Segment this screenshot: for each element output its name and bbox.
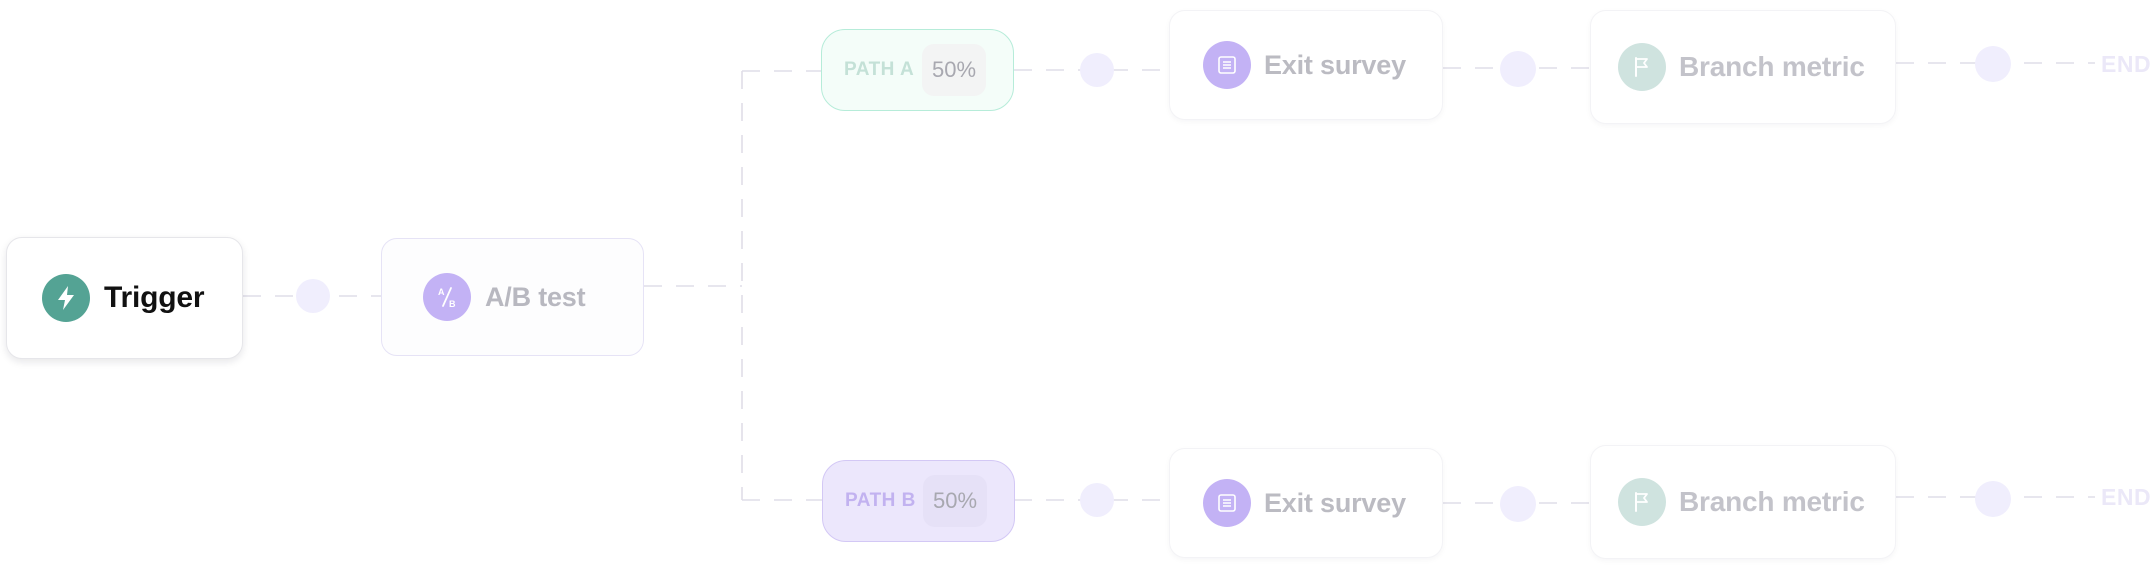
list-icon: [1203, 479, 1251, 527]
ab-split-icon: A B: [423, 273, 471, 321]
branch-metric-label: Branch metric: [1679, 51, 1865, 82]
path-b-percent[interactable]: 50%: [923, 475, 987, 527]
trigger-node[interactable]: Trigger: [6, 237, 243, 359]
add-step-dot[interactable]: [1500, 486, 1536, 522]
end-label-b: END: [2101, 484, 2152, 510]
path-a-percent[interactable]: 50%: [922, 44, 986, 96]
end-label-a: END: [2101, 51, 2152, 77]
lightning-icon: [42, 274, 90, 322]
ab-test-label: A/B test: [485, 281, 586, 312]
exit-survey-label: Exit survey: [1264, 487, 1406, 518]
add-step-dot[interactable]: [1975, 46, 2011, 82]
svg-text:B: B: [449, 299, 456, 309]
exit-survey-label: Exit survey: [1264, 49, 1406, 80]
exit-survey-node-a[interactable]: Exit survey: [1169, 10, 1443, 120]
trigger-label: Trigger: [104, 281, 205, 314]
flag-icon: [1618, 43, 1666, 91]
add-step-dot[interactable]: [1080, 53, 1114, 87]
ab-test-node[interactable]: A B A/B test: [381, 238, 644, 356]
add-step-dot[interactable]: [1500, 51, 1536, 87]
branch-metric-label: Branch metric: [1679, 486, 1865, 517]
branch-metric-node-b[interactable]: Branch metric: [1590, 445, 1896, 559]
path-b-split[interactable]: PATH B 50%: [822, 460, 1015, 542]
flag-icon: [1618, 478, 1666, 526]
path-a-split[interactable]: PATH A 50%: [821, 29, 1014, 111]
exit-survey-node-b[interactable]: Exit survey: [1169, 448, 1443, 558]
list-icon: [1203, 41, 1251, 89]
path-b-label: PATH B: [845, 490, 916, 511]
add-step-dot[interactable]: [296, 279, 330, 313]
branch-metric-node-a[interactable]: Branch metric: [1590, 10, 1896, 124]
add-step-dot[interactable]: [1975, 481, 2011, 517]
svg-text:A: A: [438, 287, 445, 297]
path-a-label: PATH A: [844, 59, 915, 80]
add-step-dot[interactable]: [1080, 483, 1114, 517]
